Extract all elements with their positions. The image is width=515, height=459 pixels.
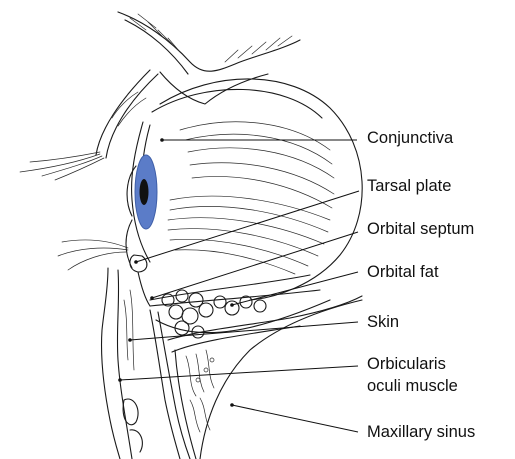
upper-eyelashes	[20, 152, 104, 180]
label-orbicularis-line1: Orbicularis	[367, 355, 446, 374]
maxilla-orbicularis	[150, 296, 362, 459]
skin-cheek	[101, 268, 142, 459]
eyeball	[132, 79, 363, 300]
leader-orbital-septum	[152, 232, 358, 298]
brow-tissue	[96, 12, 300, 158]
label-tarsal-plate: Tarsal plate	[367, 177, 451, 196]
leader-maxillary-sinus	[232, 405, 358, 432]
label-skin: Skin	[367, 313, 399, 332]
label-orbicularis-line2: oculi muscle	[367, 377, 458, 396]
pupil	[140, 179, 149, 205]
label-orbital-fat: Orbital fat	[367, 263, 439, 282]
label-orbital-septum: Orbital septum	[367, 220, 474, 239]
label-conjunctiva: Conjunctiva	[367, 129, 453, 148]
leader-tarsal-plate	[136, 191, 359, 262]
leader-orbicularis	[120, 366, 358, 380]
label-maxillary-sinus: Maxillary sinus	[367, 423, 475, 442]
leader-orbital-fat	[232, 272, 358, 305]
